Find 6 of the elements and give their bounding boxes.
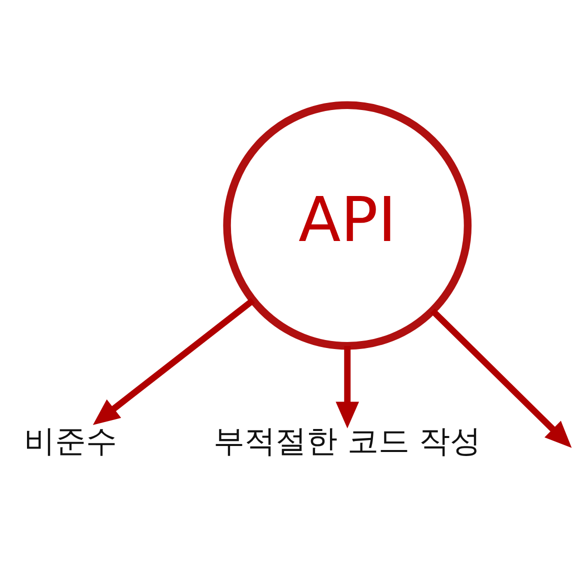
node-text: 부적절한 코드 작성 — [214, 424, 482, 460]
node-circle: API — [223, 101, 472, 350]
arrow — [92, 298, 255, 426]
arrow — [430, 308, 572, 448]
arrow — [336, 346, 360, 428]
node-text: 비준수 — [24, 424, 118, 460]
